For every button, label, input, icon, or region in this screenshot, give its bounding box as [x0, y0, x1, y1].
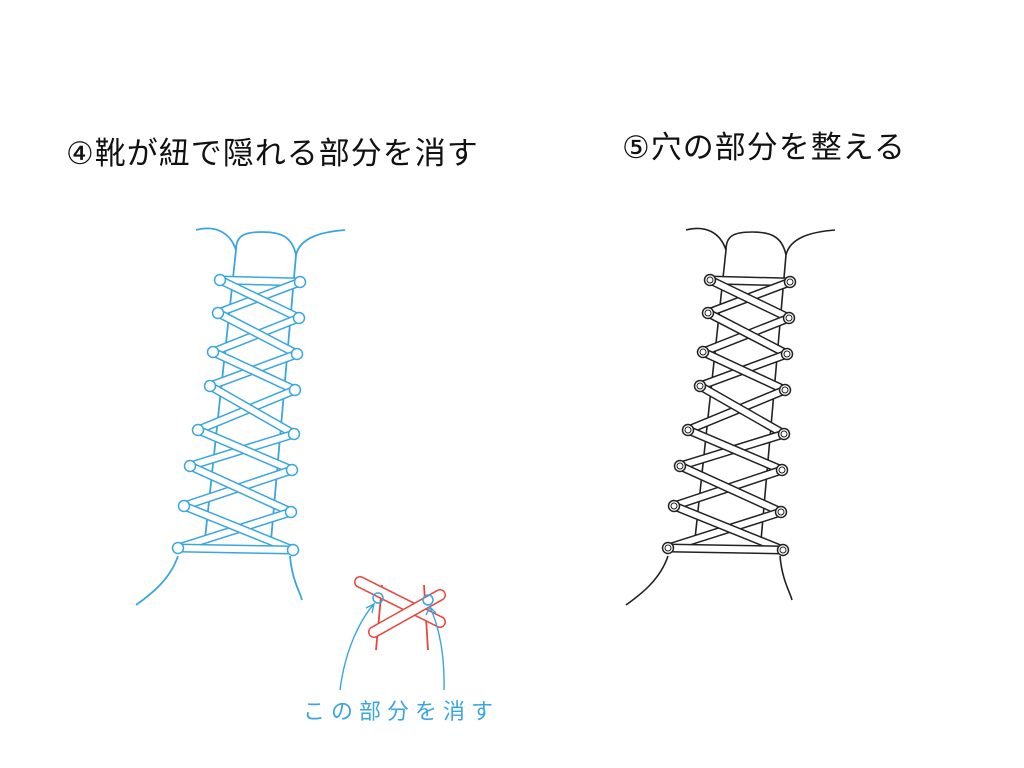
erase-target-circle-icon	[372, 592, 384, 604]
lace-fill	[685, 427, 785, 473]
eyelet-icon	[284, 505, 298, 519]
eyelet-inner	[783, 350, 791, 358]
eyelet-icon	[206, 345, 220, 359]
lace-fill	[705, 310, 790, 357]
eyelet-inner	[704, 309, 712, 317]
eyelet-inner	[696, 382, 704, 390]
step5-title: ⑤穴の部分を整える	[622, 130, 906, 166]
eyelet-inner	[670, 502, 678, 510]
eyelet-inner	[785, 314, 793, 322]
lace-fill	[707, 277, 792, 321]
quarter-right-bottom	[779, 555, 793, 601]
eyelet-inner	[699, 348, 707, 356]
eyelet-icon	[288, 383, 302, 397]
detail-lace-fill	[369, 590, 445, 637]
lace-fill	[217, 277, 303, 285]
erase-annotation-label: この部分を消す	[303, 700, 500, 725]
lace-fill	[175, 545, 296, 553]
quarter-left-bottom	[135, 555, 179, 606]
lace-fill	[217, 277, 302, 321]
eyelet-inner	[664, 544, 672, 552]
lace-fill	[210, 349, 298, 393]
eyelet-inner	[786, 278, 794, 286]
eyelet-icon	[696, 345, 710, 359]
eyelet-icon	[783, 275, 797, 289]
arrow-icon	[339, 602, 376, 691]
lace-fill	[700, 349, 788, 393]
eyelet-inner	[777, 508, 785, 516]
eyelet-inner	[706, 276, 714, 284]
eyelet-icon	[171, 541, 185, 555]
lace-fill	[207, 383, 297, 437]
lace-fill	[707, 277, 793, 285]
eyelet-inner	[780, 430, 788, 438]
step4-blue-sketch	[135, 227, 346, 606]
eyelet-inner	[778, 466, 786, 474]
eyelet-icon	[775, 463, 789, 477]
erase-detail-diagram	[339, 576, 446, 691]
eyelet-icon	[183, 459, 197, 473]
tongue-top	[235, 231, 297, 256]
eyelet-icon	[778, 383, 792, 397]
tongue-top	[725, 231, 787, 256]
quarter-right-bottom	[289, 555, 303, 601]
lace-fill	[671, 503, 786, 553]
lace-fill	[215, 310, 300, 357]
eyelet-icon	[287, 427, 301, 441]
eyelet-icon	[693, 379, 707, 393]
lace-fill	[665, 545, 786, 553]
lace-fill	[677, 463, 784, 515]
eyelet-icon	[703, 273, 717, 287]
eyelet-icon	[701, 306, 715, 320]
eyelet-icon	[661, 541, 675, 555]
eyelet-icon	[286, 543, 300, 557]
eyelet-icon	[780, 347, 794, 361]
eyelet-inner	[779, 546, 787, 554]
eyelet-icon	[292, 311, 306, 325]
eyelet-icon	[673, 459, 687, 473]
eyelet-icon	[213, 273, 227, 287]
erase-target-circle-icon	[422, 594, 434, 606]
arrow-icon	[425, 605, 445, 691]
eyelet-inner	[684, 426, 692, 434]
lace-fill	[187, 463, 294, 515]
eyelet-icon	[777, 427, 791, 441]
lace-fill	[181, 503, 296, 553]
eyelet-icon	[203, 379, 217, 393]
eyelet-inner	[781, 386, 789, 394]
eyelet-icon	[290, 347, 304, 361]
lace-fill	[195, 427, 295, 473]
eyelet-icon	[191, 423, 205, 437]
eyelet-icon	[774, 505, 788, 519]
lace-fill	[697, 383, 787, 437]
eyelet-icon	[681, 423, 695, 437]
eyelet-icon	[667, 499, 681, 513]
eyelet-icon	[211, 306, 225, 320]
eyelet-icon	[782, 311, 796, 325]
eyelet-inner	[676, 462, 684, 470]
quarter-left-bottom	[625, 555, 669, 606]
step5-inked-drawing	[625, 227, 836, 606]
eyelet-icon	[776, 543, 790, 557]
eyelet-icon	[285, 463, 299, 477]
step4-title: ④靴が紐で隠れる部分を消す	[66, 136, 479, 172]
eyelet-icon	[177, 499, 191, 513]
eyelet-icon	[293, 275, 307, 289]
detail-lace-fill	[355, 577, 445, 627]
